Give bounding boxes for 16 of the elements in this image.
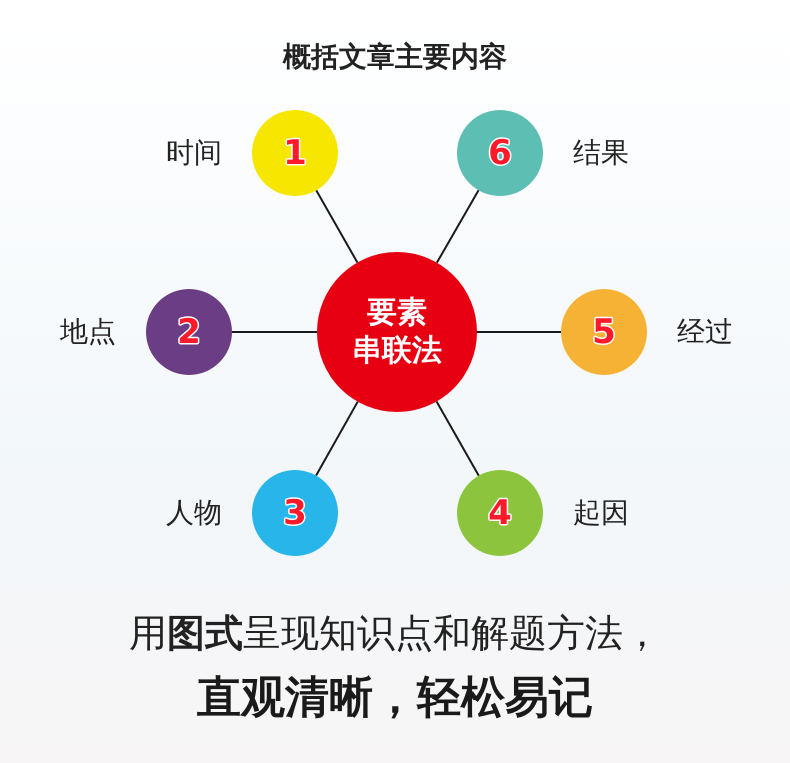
connector-line [477, 331, 561, 333]
connector-line [436, 190, 480, 264]
connector-line [315, 401, 359, 476]
element-label: 经过 [677, 314, 733, 350]
element-label: 时间 [166, 135, 222, 171]
slogan-text: 直观清晰，轻松易记 [196, 671, 594, 725]
title: 概括文章主要内容 [282, 39, 508, 75]
element-label: 起因 [573, 495, 629, 531]
connector-line [436, 401, 480, 476]
element-label: 地点 [60, 314, 116, 350]
element-label: 结果 [573, 135, 629, 171]
connector-line [315, 190, 358, 263]
element-label: 人物 [166, 495, 222, 531]
connector-line [232, 331, 317, 333]
slogan-text: 用图式呈现知识点和解题方法， [128, 610, 662, 657]
hub-circle: 要素串联法 [317, 252, 477, 412]
